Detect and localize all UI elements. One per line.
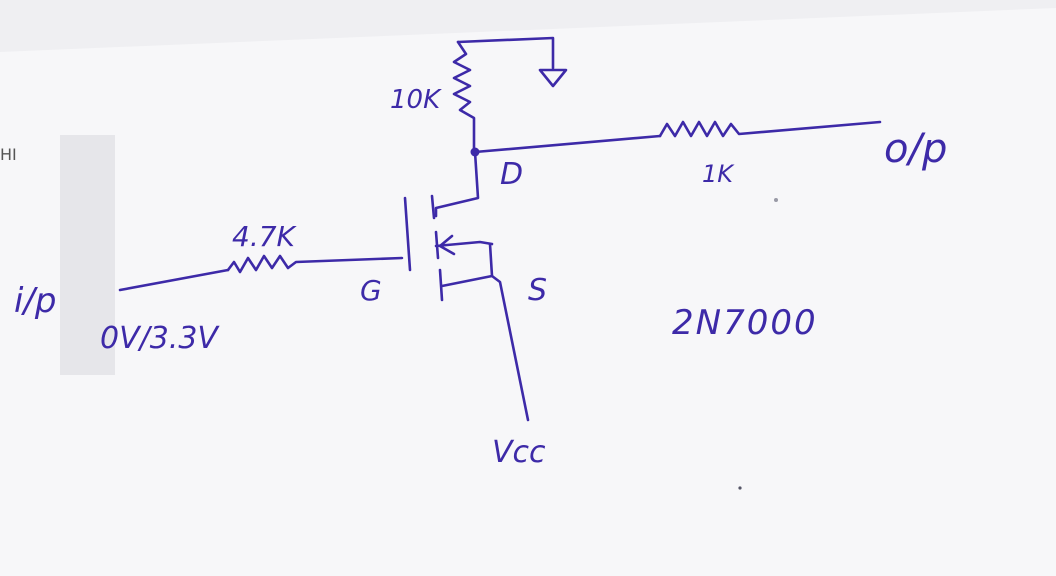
input-label: i/p <box>14 281 56 321</box>
drain-resistor-label: 10K <box>390 85 442 115</box>
ground-icon <box>456 36 568 88</box>
gate-label: G <box>360 274 382 307</box>
mosfet-symbol <box>403 194 530 422</box>
stray-dot <box>774 198 778 202</box>
source-label: S <box>528 273 547 308</box>
stray-dot <box>738 486 742 490</box>
supply-label: Vcc <box>492 435 546 470</box>
paper-left-shadow <box>60 135 115 375</box>
output-branch <box>473 120 882 154</box>
output-label: o/p <box>884 126 947 172</box>
gate-branch <box>118 254 404 292</box>
output-resistor-label: 1K <box>702 160 735 188</box>
paper-sheet <box>0 8 1056 576</box>
part-number-label: 2N7000 <box>672 303 818 343</box>
drain-label: D <box>500 157 523 192</box>
edge-text: HI <box>0 145 17 164</box>
input-levels-label: 0V/3.3V <box>100 321 220 356</box>
gate-resistor-label: 4.7K <box>232 220 298 253</box>
drain-resistor <box>452 40 476 152</box>
drain-lead <box>434 150 480 218</box>
